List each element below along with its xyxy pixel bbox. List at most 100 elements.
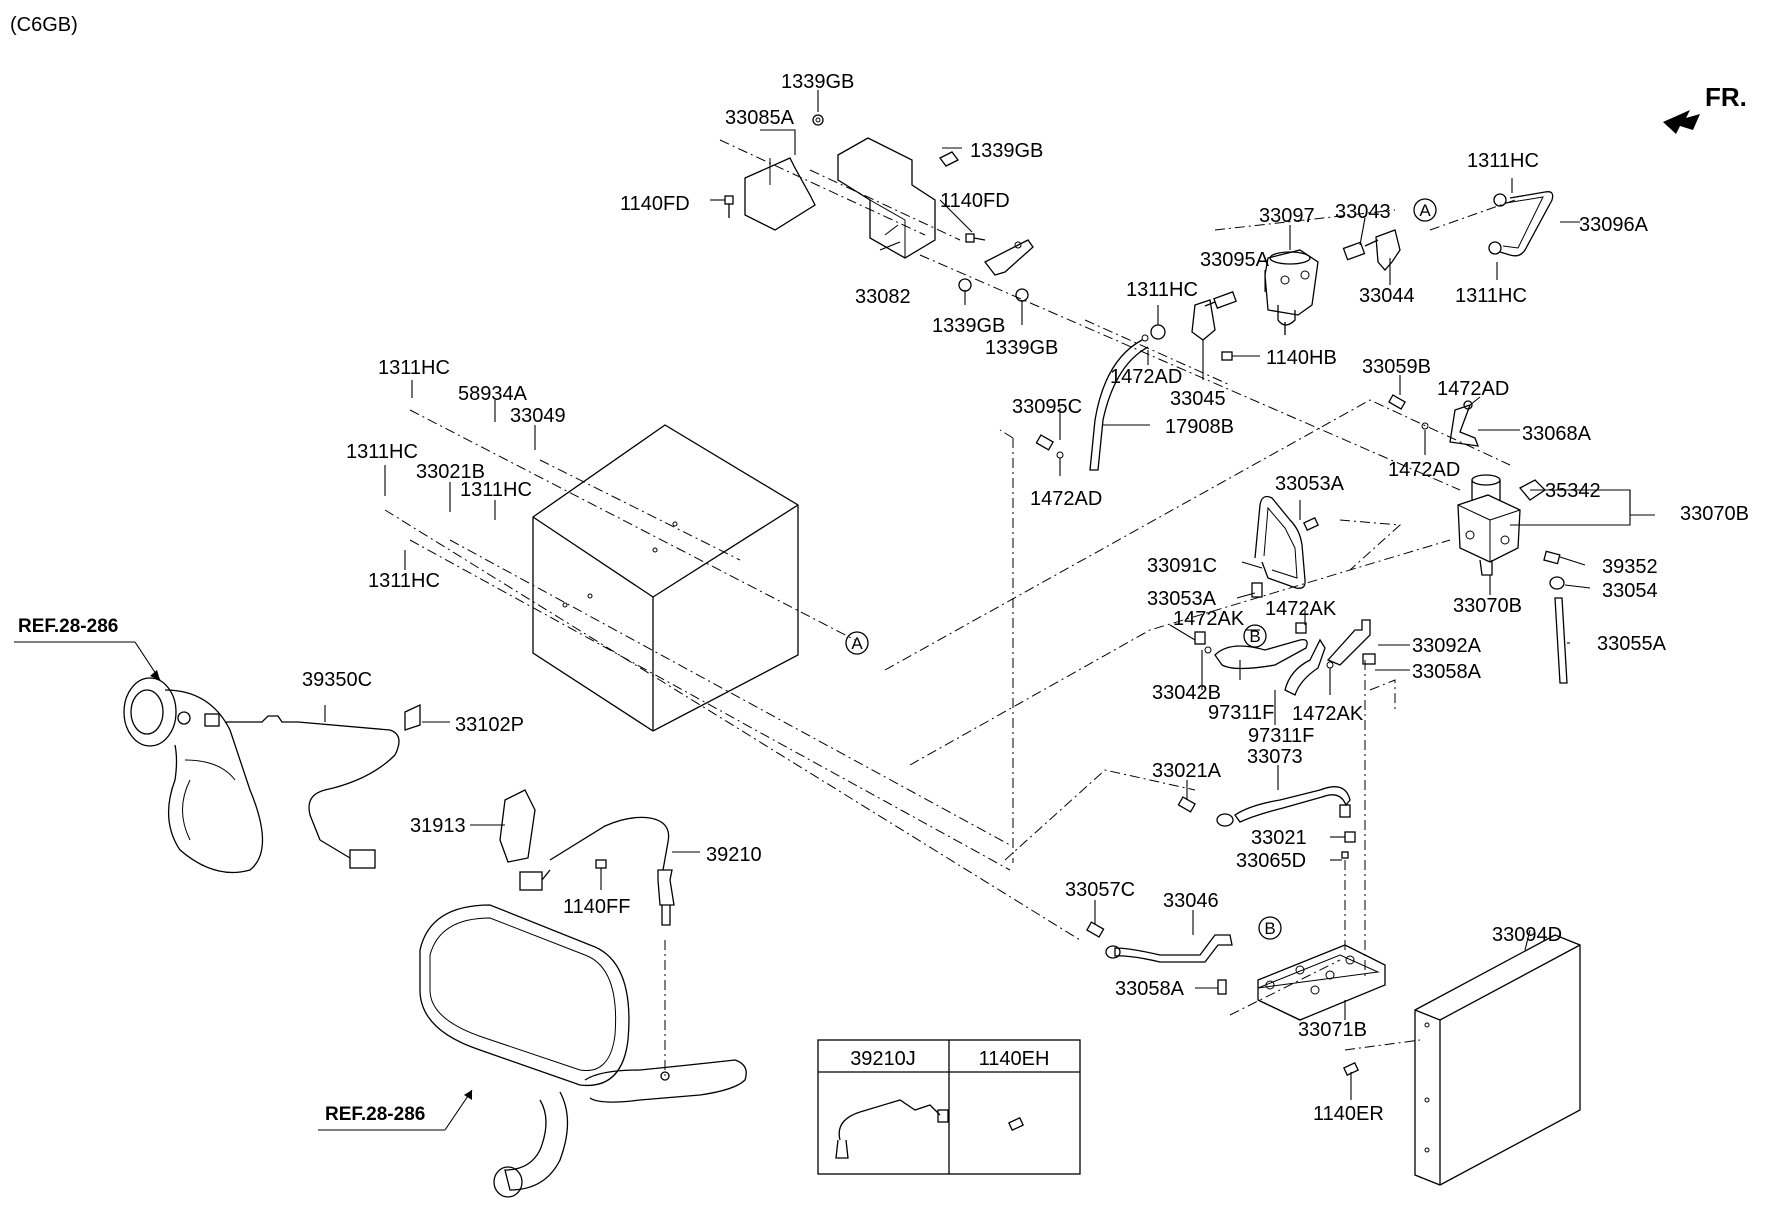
clip-1472AK-b <box>1326 661 1334 669</box>
part-label: 33021A <box>1152 760 1222 782</box>
part-label: 33055A <box>1597 633 1667 655</box>
tank-housing <box>532 424 799 732</box>
part-label: 58934A <box>458 383 528 405</box>
fitting-33095C <box>1035 434 1064 459</box>
pipe-33055A <box>1554 597 1568 684</box>
part-label: 33065D <box>1236 850 1306 872</box>
clip-33044 <box>1375 229 1401 271</box>
part-label: 1472AD <box>1437 378 1509 400</box>
bolt-1140ER <box>1343 1061 1359 1077</box>
nut-icon <box>939 151 959 167</box>
part-label: 1140ER <box>1313 1103 1384 1125</box>
part-label: 1311HC <box>1455 285 1527 307</box>
part-label: 33044 <box>1359 285 1415 307</box>
part-label: 33070B <box>1453 595 1522 617</box>
front-label: FR. <box>1705 82 1747 112</box>
panel-33094D <box>1414 934 1581 1186</box>
part-label: 39352 <box>1602 556 1658 578</box>
sensor-39350C <box>225 715 400 869</box>
pump-assembly-33070B <box>1457 474 1521 576</box>
part-label: 33070B <box>1680 503 1749 525</box>
muffler <box>419 904 747 1198</box>
washer-33054 <box>1549 576 1565 590</box>
part-labels: 1339GB 33085A 1339GB 1140FD 1140FD 33082… <box>302 71 1749 1125</box>
bolt-1140FD-right <box>965 233 986 243</box>
part-label: 33073 <box>1247 746 1303 768</box>
part-label: 1472AD <box>1388 459 1460 481</box>
table-header-39210J: 39210J <box>850 1048 916 1070</box>
bracket-33102P <box>404 703 421 731</box>
part-label: 33057C <box>1065 879 1135 901</box>
clip-1472AK-a <box>1295 622 1307 634</box>
bracket-small <box>984 239 1034 276</box>
callout-letter: A <box>1419 201 1431 220</box>
fitting-33095A <box>1204 291 1237 309</box>
part-label: 33059B <box>1362 356 1431 378</box>
hose-33073 <box>1216 786 1351 827</box>
converter-left <box>123 677 264 874</box>
nut-1311HC-top <box>1150 324 1166 340</box>
callout-a-mid: A <box>845 631 869 655</box>
bolt-1140HB <box>1221 351 1233 361</box>
part-label: 33071B <box>1298 1019 1367 1041</box>
part-label: 33046 <box>1163 890 1219 912</box>
part-label: 1472AK <box>1265 598 1337 620</box>
fitting-33065D <box>1341 851 1349 859</box>
part-label: 1140FD <box>620 193 690 215</box>
part-label: 33095A <box>1200 249 1270 271</box>
leader-lines <box>324 90 1655 1100</box>
part-label: 1140FF <box>563 896 630 918</box>
fuel-filter-33097 <box>1264 249 1319 335</box>
bracket-33082 <box>837 137 959 259</box>
part-label: 1311HC <box>346 441 418 463</box>
table-header-1140EH: 1140EH <box>979 1048 1050 1070</box>
part-label: 17908B <box>1165 416 1234 438</box>
part-label: 1311HC <box>460 479 532 501</box>
pipe-33092A <box>1326 619 1371 666</box>
front-arrow-icon <box>1663 110 1700 134</box>
part-label: 1339GB <box>781 71 854 93</box>
fitting-33021 <box>1344 831 1356 843</box>
part-label: 33096A <box>1579 214 1649 236</box>
part-label: 33102P <box>455 714 524 736</box>
part-label: 1472AK <box>1173 608 1245 630</box>
assembly-dash-lines <box>384 139 1516 1080</box>
part-label: 33053A <box>1275 473 1345 495</box>
part-label: 1140FD <box>940 190 1010 212</box>
callout-letter: B <box>1249 627 1260 646</box>
part-label: 39210 <box>706 844 762 866</box>
part-label: 33094D <box>1492 924 1562 946</box>
part-label: 33021B <box>416 461 485 483</box>
part-label: 1339GB <box>970 140 1043 162</box>
fitting-33058A-bottom <box>1217 979 1227 995</box>
nut-1339GB-b <box>1015 288 1029 302</box>
part-label: 39350C <box>302 669 372 691</box>
part-label: 1311HC <box>378 357 450 379</box>
cooler-33071B <box>1257 944 1386 1021</box>
fitting-33042B <box>1194 631 1206 645</box>
part-label: 1311HC <box>1126 279 1198 301</box>
part-label: 97311F <box>1208 702 1274 724</box>
fitting-33059B <box>1388 394 1406 410</box>
bracket-31913 <box>499 789 536 863</box>
part-label: 33058A <box>1115 978 1185 1000</box>
part-label: 33085A <box>725 107 795 129</box>
callout-b-bottom: B <box>1258 916 1282 940</box>
part-label: 1339GB <box>985 337 1058 359</box>
part-label: 33021 <box>1251 827 1307 849</box>
fitting-33057C <box>1086 921 1105 938</box>
fitting-33053A-top <box>1303 516 1319 532</box>
diagram-code: (C6GB) <box>10 14 78 36</box>
part-label: 33042B <box>1152 682 1221 704</box>
callout-a-top: A <box>1413 198 1437 222</box>
hose-97311F <box>1214 638 1326 696</box>
part-label: 33095C <box>1012 396 1082 418</box>
ref-label: REF.28-286 <box>325 1104 425 1125</box>
bolt-1140FD-left <box>724 195 734 218</box>
inset-table: 39210J 1140EH <box>817 1039 1081 1175</box>
part-label: 33068A <box>1522 423 1592 445</box>
bolt-1140FF <box>595 859 607 869</box>
callout-letter: A <box>851 634 863 653</box>
sensor-39210 <box>519 816 675 926</box>
